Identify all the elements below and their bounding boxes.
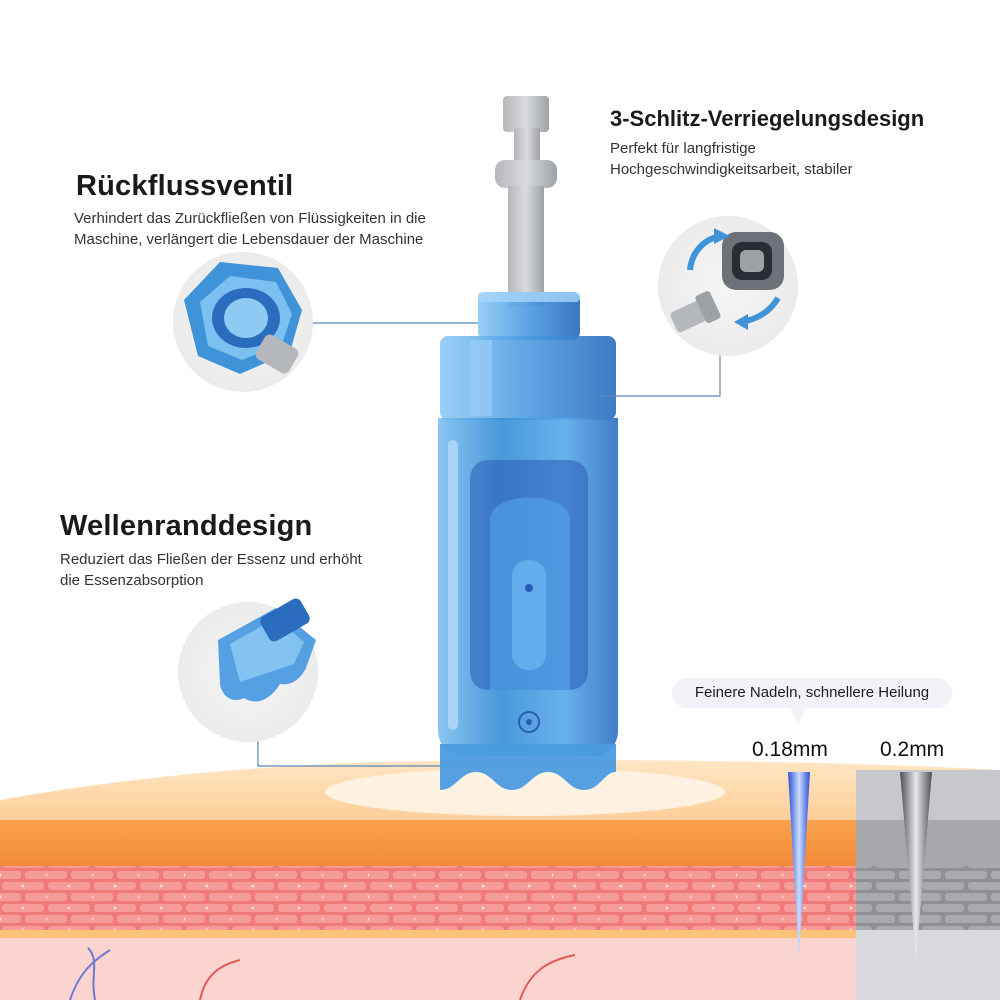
badge-pointer <box>790 708 806 724</box>
needle-benefit-badge: Feinere Nadeln, schnellere Heilung <box>672 678 952 708</box>
locking-desc-line2: Hochgeschwindigkeitsarbeit, stabiler <box>610 161 853 178</box>
wave-detail-circle <box>178 598 318 742</box>
locking-desc-line1: Perfekt für langfristige <box>610 140 756 157</box>
valve-desc-line1: Verhindert das Zurückfließen von Flüssig… <box>74 210 426 227</box>
wave-desc-line1: Reduziert das Fließen der Essenz und erh… <box>60 551 362 568</box>
fine-needle-size: 0.18mm <box>752 738 828 761</box>
valve-detail-circle <box>173 252 313 392</box>
valve-title: Rückflussventil <box>76 170 294 202</box>
skin-cross-section <box>0 760 1000 1000</box>
standard-needle <box>900 772 932 960</box>
standard-needle-size: 0.2mm <box>880 738 945 761</box>
fine-needle <box>788 772 810 960</box>
needle-cartridge <box>438 96 618 790</box>
callout-lines <box>257 322 721 767</box>
contact-glow <box>325 768 725 816</box>
wave-desc-line2: die Essenzabsorption <box>60 572 204 589</box>
locking-title: 3-Schlitz-Verriegelungsdesign <box>610 106 925 131</box>
valve-desc-line2: Maschine, verlängert die Lebensdauer der… <box>74 231 424 248</box>
wave-title: Wellenranddesign <box>60 510 313 542</box>
locking-detail-circle <box>658 216 798 356</box>
